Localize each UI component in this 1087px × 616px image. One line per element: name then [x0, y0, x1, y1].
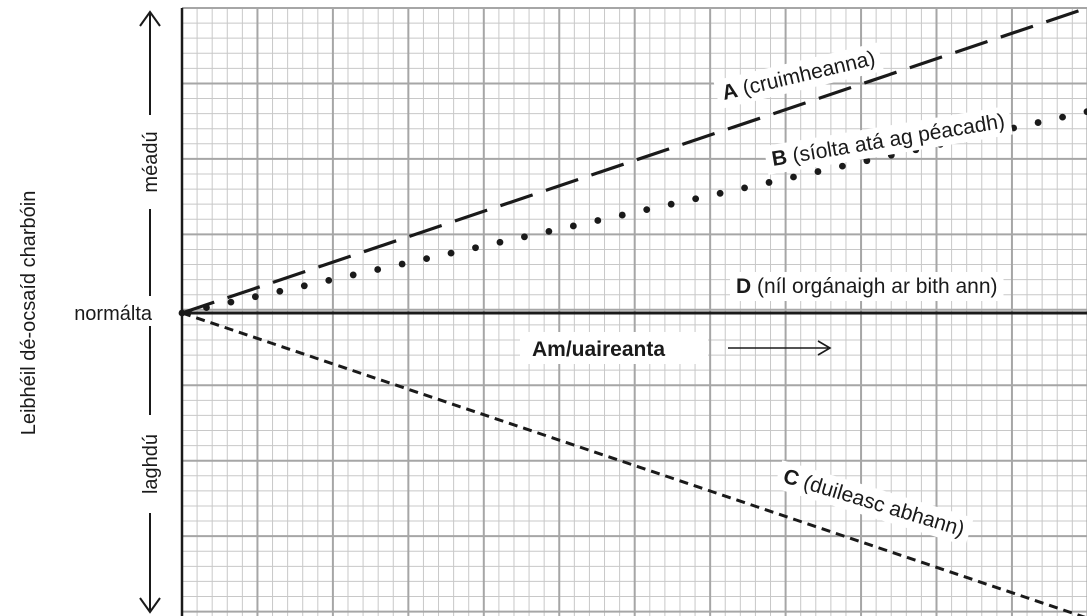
- series-b-dot: [203, 304, 210, 311]
- series-letter: A: [720, 79, 740, 105]
- series-label-bg: [713, 42, 884, 110]
- series-line-b: [178, 108, 1087, 317]
- series-b-dot: [839, 162, 846, 170]
- series-name: (cruimheanna): [735, 47, 878, 102]
- series-b-dot: [1034, 119, 1042, 126]
- y-normal-label: normálta: [74, 303, 153, 325]
- series-line-a: [181, 6, 1087, 315]
- series-line-c: [181, 311, 1086, 616]
- series-b-dot: [496, 238, 504, 246]
- series-b-dot: [423, 255, 430, 262]
- series-b-dot: [790, 173, 797, 181]
- y-increase-label: méadú: [140, 131, 162, 192]
- series-b-dot: [227, 298, 235, 306]
- series-letter: C: [781, 465, 802, 491]
- y-axis-down-arrow: [139, 597, 161, 614]
- series-b-dot: [251, 293, 259, 301]
- series-b-dot: [398, 260, 406, 268]
- series-b-dot: [667, 200, 675, 208]
- series-name: (duileasc abhann): [795, 469, 967, 541]
- x-axis-label: Am/uaireanta: [532, 338, 665, 361]
- series-b-dot: [521, 233, 528, 241]
- series-letter: D: [736, 275, 751, 298]
- series-label-a: A (cruimheanna): [713, 42, 884, 110]
- series-name: (níl orgánaigh ar bith ann): [751, 275, 997, 298]
- series-b-dot: [643, 206, 651, 214]
- y-axis-title: Leibhéil dé-ocsaíd charbóin: [18, 191, 40, 436]
- series-b-dot: [447, 249, 455, 257]
- series-b-dot: [545, 227, 553, 235]
- series-b-dot: [300, 282, 308, 290]
- decrease-label-bg: [136, 415, 164, 513]
- series-b-dot: [472, 244, 479, 252]
- series-b-dot: [716, 189, 724, 197]
- series-b-dot: [1059, 113, 1066, 121]
- series-label-bg: [763, 105, 1013, 175]
- series-b-dot: [692, 195, 700, 203]
- series-lines: [178, 6, 1087, 616]
- series-b-dot: [349, 271, 357, 279]
- series-b-dot: [814, 168, 822, 175]
- series-b-dot: [765, 179, 773, 186]
- increase-label-bg: [136, 115, 164, 209]
- y-axis-up-arrow: [139, 10, 161, 27]
- series-label-c: C (duileasc abhann): [773, 460, 974, 546]
- series-b-dot: [325, 276, 333, 284]
- series-label-bg: [730, 272, 1004, 301]
- series-b-dot: [569, 222, 577, 230]
- x-label-bg: [520, 332, 708, 364]
- series-label-d: D (níl orgánaigh ar bith ann): [730, 272, 1004, 301]
- series-b-dot: [594, 217, 602, 224]
- normal-label-bg: [40, 296, 158, 326]
- series-label-text: D (níl orgánaigh ar bith ann): [736, 275, 998, 298]
- series-b-dot: [1083, 108, 1087, 116]
- series-b-dot: [863, 157, 871, 165]
- series-b-dot: [374, 266, 382, 273]
- series-letter: B: [770, 146, 789, 171]
- y-decrease-label: laghdú: [140, 434, 162, 494]
- series-b-dot: [618, 211, 626, 219]
- series-b-dot: [741, 184, 748, 192]
- series-b-dot: [276, 287, 284, 295]
- time-arrow-head: [817, 340, 832, 356]
- series-label-bg: [773, 460, 974, 546]
